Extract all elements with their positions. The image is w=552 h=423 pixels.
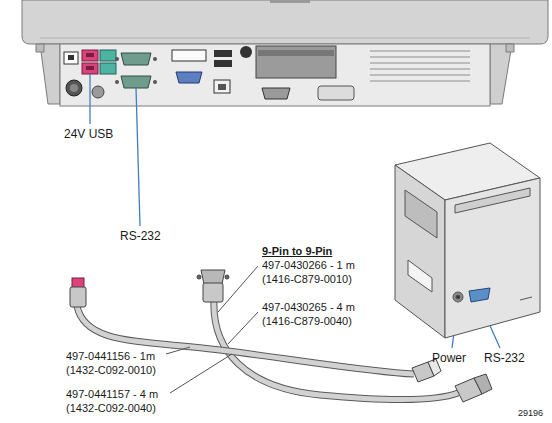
- part-number: 497-0430266 - 1 m: [262, 259, 355, 272]
- cable-leaders: [166, 266, 258, 393]
- port-label: RS-232: [120, 230, 161, 244]
- part-number: (1416-C879-0040): [262, 315, 352, 328]
- part-number: 497-0441156 - 1m: [66, 350, 155, 363]
- part-number: 497-0441157 - 4 m: [66, 388, 158, 401]
- terminal: [22, 0, 548, 106]
- part-number: 497-0430265 - 4 m: [262, 301, 355, 314]
- leader-lines: [90, 74, 500, 348]
- port-label: Power: [432, 352, 466, 366]
- printer: [395, 143, 540, 338]
- figure-number: 29196: [518, 408, 543, 418]
- cable-heading: 9-Pin to 9-Pin: [262, 245, 332, 258]
- part-number: (1416-C879-0010): [262, 273, 352, 286]
- port-label: RS-232: [484, 352, 525, 366]
- part-number: (1432-C092-0010): [66, 364, 156, 377]
- port-label: 24V USB: [64, 128, 113, 142]
- part-number: (1432-C092-0040): [66, 402, 156, 415]
- cables: [77, 300, 458, 399]
- connectors: [70, 270, 492, 402]
